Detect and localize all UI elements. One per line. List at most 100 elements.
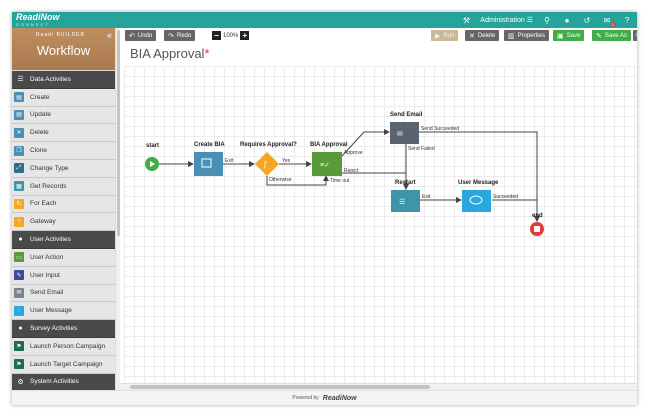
list-icon: ☰ — [17, 76, 24, 84]
activity-sidebar: Readi BUILDER « Workflow ☰Data Activitie… — [12, 28, 115, 405]
search-icon[interactable]: ⚲ — [544, 15, 550, 25]
clone-icon: ❐ — [14, 145, 24, 156]
help-icon[interactable]: ? — [624, 15, 630, 25]
zoom-in-button[interactable]: + — [240, 31, 250, 40]
top-bar-actions: ⚒ Administration ☰ ⚲ ● ↺ ✉2 ? — [460, 12, 633, 28]
activity-create[interactable]: ▤Create — [12, 88, 115, 107]
activity-label: For Each — [30, 200, 57, 208]
undo-icon: ↶ — [129, 32, 135, 40]
notification-badge: 2 — [610, 22, 615, 27]
update-icon: ▤ — [14, 109, 24, 120]
undo-button[interactable]: ↶Undo — [125, 30, 157, 41]
activity-label: Gateway — [30, 218, 56, 226]
gateway-node-shape — [255, 152, 279, 176]
activity-clone[interactable]: ❐Clone — [12, 142, 115, 160]
activity-label: Send Email — [30, 289, 64, 297]
activity-launch-target-campaign[interactable]: ⚑Launch Target Campaign — [12, 355, 115, 374]
node-requires-approval[interactable]: ʃ Requires Approval? — [240, 142, 297, 176]
workflow-canvas[interactable]: start Create BIA Exit ʃ Requires Approva… — [124, 66, 637, 383]
section-data-activities[interactable]: ☰Data Activities — [12, 71, 115, 89]
activity-user-action[interactable]: ▭User Action — [12, 248, 115, 267]
admin-menu[interactable]: Administration ☰ — [480, 16, 533, 24]
activity-user-message[interactable]: ◌User Message — [12, 302, 115, 321]
node-label: Create BIA — [194, 142, 225, 148]
properties-button[interactable]: ▥Properties — [504, 30, 549, 41]
close-button[interactable]: ✕ — [633, 30, 637, 41]
logo-text: ReadiNow — [16, 12, 60, 22]
edge-label: Yes — [282, 158, 291, 164]
activity-for-each[interactable]: ↻For Each — [12, 195, 115, 214]
approval-node-shape — [312, 152, 342, 176]
section-survey-activities[interactable]: ●Survey Activities — [12, 320, 115, 338]
node-label: Restart — [395, 180, 416, 186]
message-node-shape — [462, 190, 491, 212]
save-button[interactable]: ▣Save — [553, 30, 585, 41]
node-end[interactable]: end — [530, 213, 544, 236]
activity-label: Delete — [30, 129, 49, 137]
activity-user-input[interactable]: ✎User Input — [12, 266, 115, 285]
redo-label: Redo — [176, 32, 192, 39]
notifications-icon[interactable]: ✉2 — [603, 15, 615, 27]
redo-button[interactable]: ↷Redo — [164, 30, 196, 41]
activity-label: Create — [30, 93, 50, 101]
app-logo[interactable]: ReadiNow CONNECT — [16, 12, 60, 28]
page-title[interactable]: BIA Approval* — [130, 46, 210, 61]
section-system-activities[interactable]: ⚙System Activities — [12, 373, 115, 392]
get-records-icon: ▦ — [14, 181, 24, 192]
node-send-email[interactable]: ✉ Send Email — [390, 112, 423, 144]
activity-label: Launch Person Campaign — [30, 342, 106, 350]
edge-label: Otherwise — [269, 177, 292, 183]
activity-gateway[interactable]: ⑂Gateway — [12, 213, 115, 232]
cogs-icon: ⚙ — [17, 378, 24, 386]
edge-label: Exit — [225, 158, 234, 164]
node-create-bia[interactable]: Create BIA — [194, 142, 225, 176]
node-label: Requires Approval? — [240, 142, 297, 148]
node-start[interactable]: start — [145, 143, 159, 171]
activity-change-type[interactable]: ⤢Change Type — [12, 159, 115, 178]
activity-get-records[interactable]: ▦Get Records — [12, 177, 115, 196]
workflow-name: BIA Approval — [130, 46, 205, 61]
scrollbar-thumb[interactable] — [117, 30, 120, 236]
canvas-horizontal-scrollbar[interactable] — [120, 383, 637, 390]
restart-node-shape — [391, 190, 420, 212]
save-as-icon: ✎ — [596, 32, 602, 40]
section-user-activities[interactable]: ●User Activities — [12, 231, 115, 249]
required-marker: * — [204, 46, 210, 61]
sidebar-scrollbar[interactable] — [115, 28, 120, 390]
node-restart[interactable]: ☰ Restart — [391, 180, 420, 212]
history-icon[interactable]: ↺ — [583, 15, 591, 25]
save-label: Save — [566, 32, 581, 39]
menu-icon: ☰ — [526, 17, 533, 24]
campaign-icon: ⚑ — [14, 341, 24, 352]
run-button[interactable]: ▶Run — [431, 30, 459, 41]
builder-brand: Readi BUILDER — [36, 32, 86, 38]
top-bar: ReadiNow CONNECT ⚒ Administration ☰ ⚲ ● … — [12, 12, 637, 28]
collapse-sidebar-icon[interactable]: « — [106, 30, 112, 40]
logo-subtext: CONNECT — [16, 22, 50, 27]
save-as-button[interactable]: ✎Save As — [592, 30, 631, 41]
activity-launch-person-campaign[interactable]: ⚑ Launch Person Campaign — [12, 337, 115, 356]
message-icon — [469, 195, 483, 205]
activity-send-email[interactable]: ✉Send Email — [12, 284, 115, 303]
footer-logo: ReadiNow — [322, 394, 357, 402]
activity-delete[interactable]: ✕Delete — [12, 124, 115, 143]
zoom-out-button[interactable]: − — [212, 31, 221, 40]
user-icon[interactable]: ● — [564, 15, 570, 25]
edge-approve — [341, 129, 390, 157]
activity-update[interactable]: ▤Update — [12, 106, 115, 125]
node-label: BIA Approval — [310, 142, 348, 148]
restart-icon: ☰ — [399, 199, 405, 206]
delete-button[interactable]: ✕Delete — [465, 30, 500, 41]
email-icon: ✉ — [397, 131, 403, 138]
activity-list: ☰Data Activities ▤Create ▤Update ✕Delete… — [12, 71, 115, 392]
node-bia-approval[interactable]: ≡✓ BIA Approval — [310, 142, 348, 176]
email-node-shape — [390, 122, 419, 144]
user-input-icon: ✎ — [14, 270, 24, 281]
edge-succeeded — [492, 199, 540, 222]
node-label: start — [146, 143, 159, 149]
node-user-message[interactable]: User Message — [458, 180, 499, 212]
save-icon: ▣ — [557, 32, 564, 40]
workflow-diagram: start Create BIA Exit ʃ Requires Approva… — [145, 112, 544, 236]
wrench-icon[interactable]: ⚒ — [462, 15, 470, 25]
scrollbar-thumb[interactable] — [130, 385, 430, 389]
